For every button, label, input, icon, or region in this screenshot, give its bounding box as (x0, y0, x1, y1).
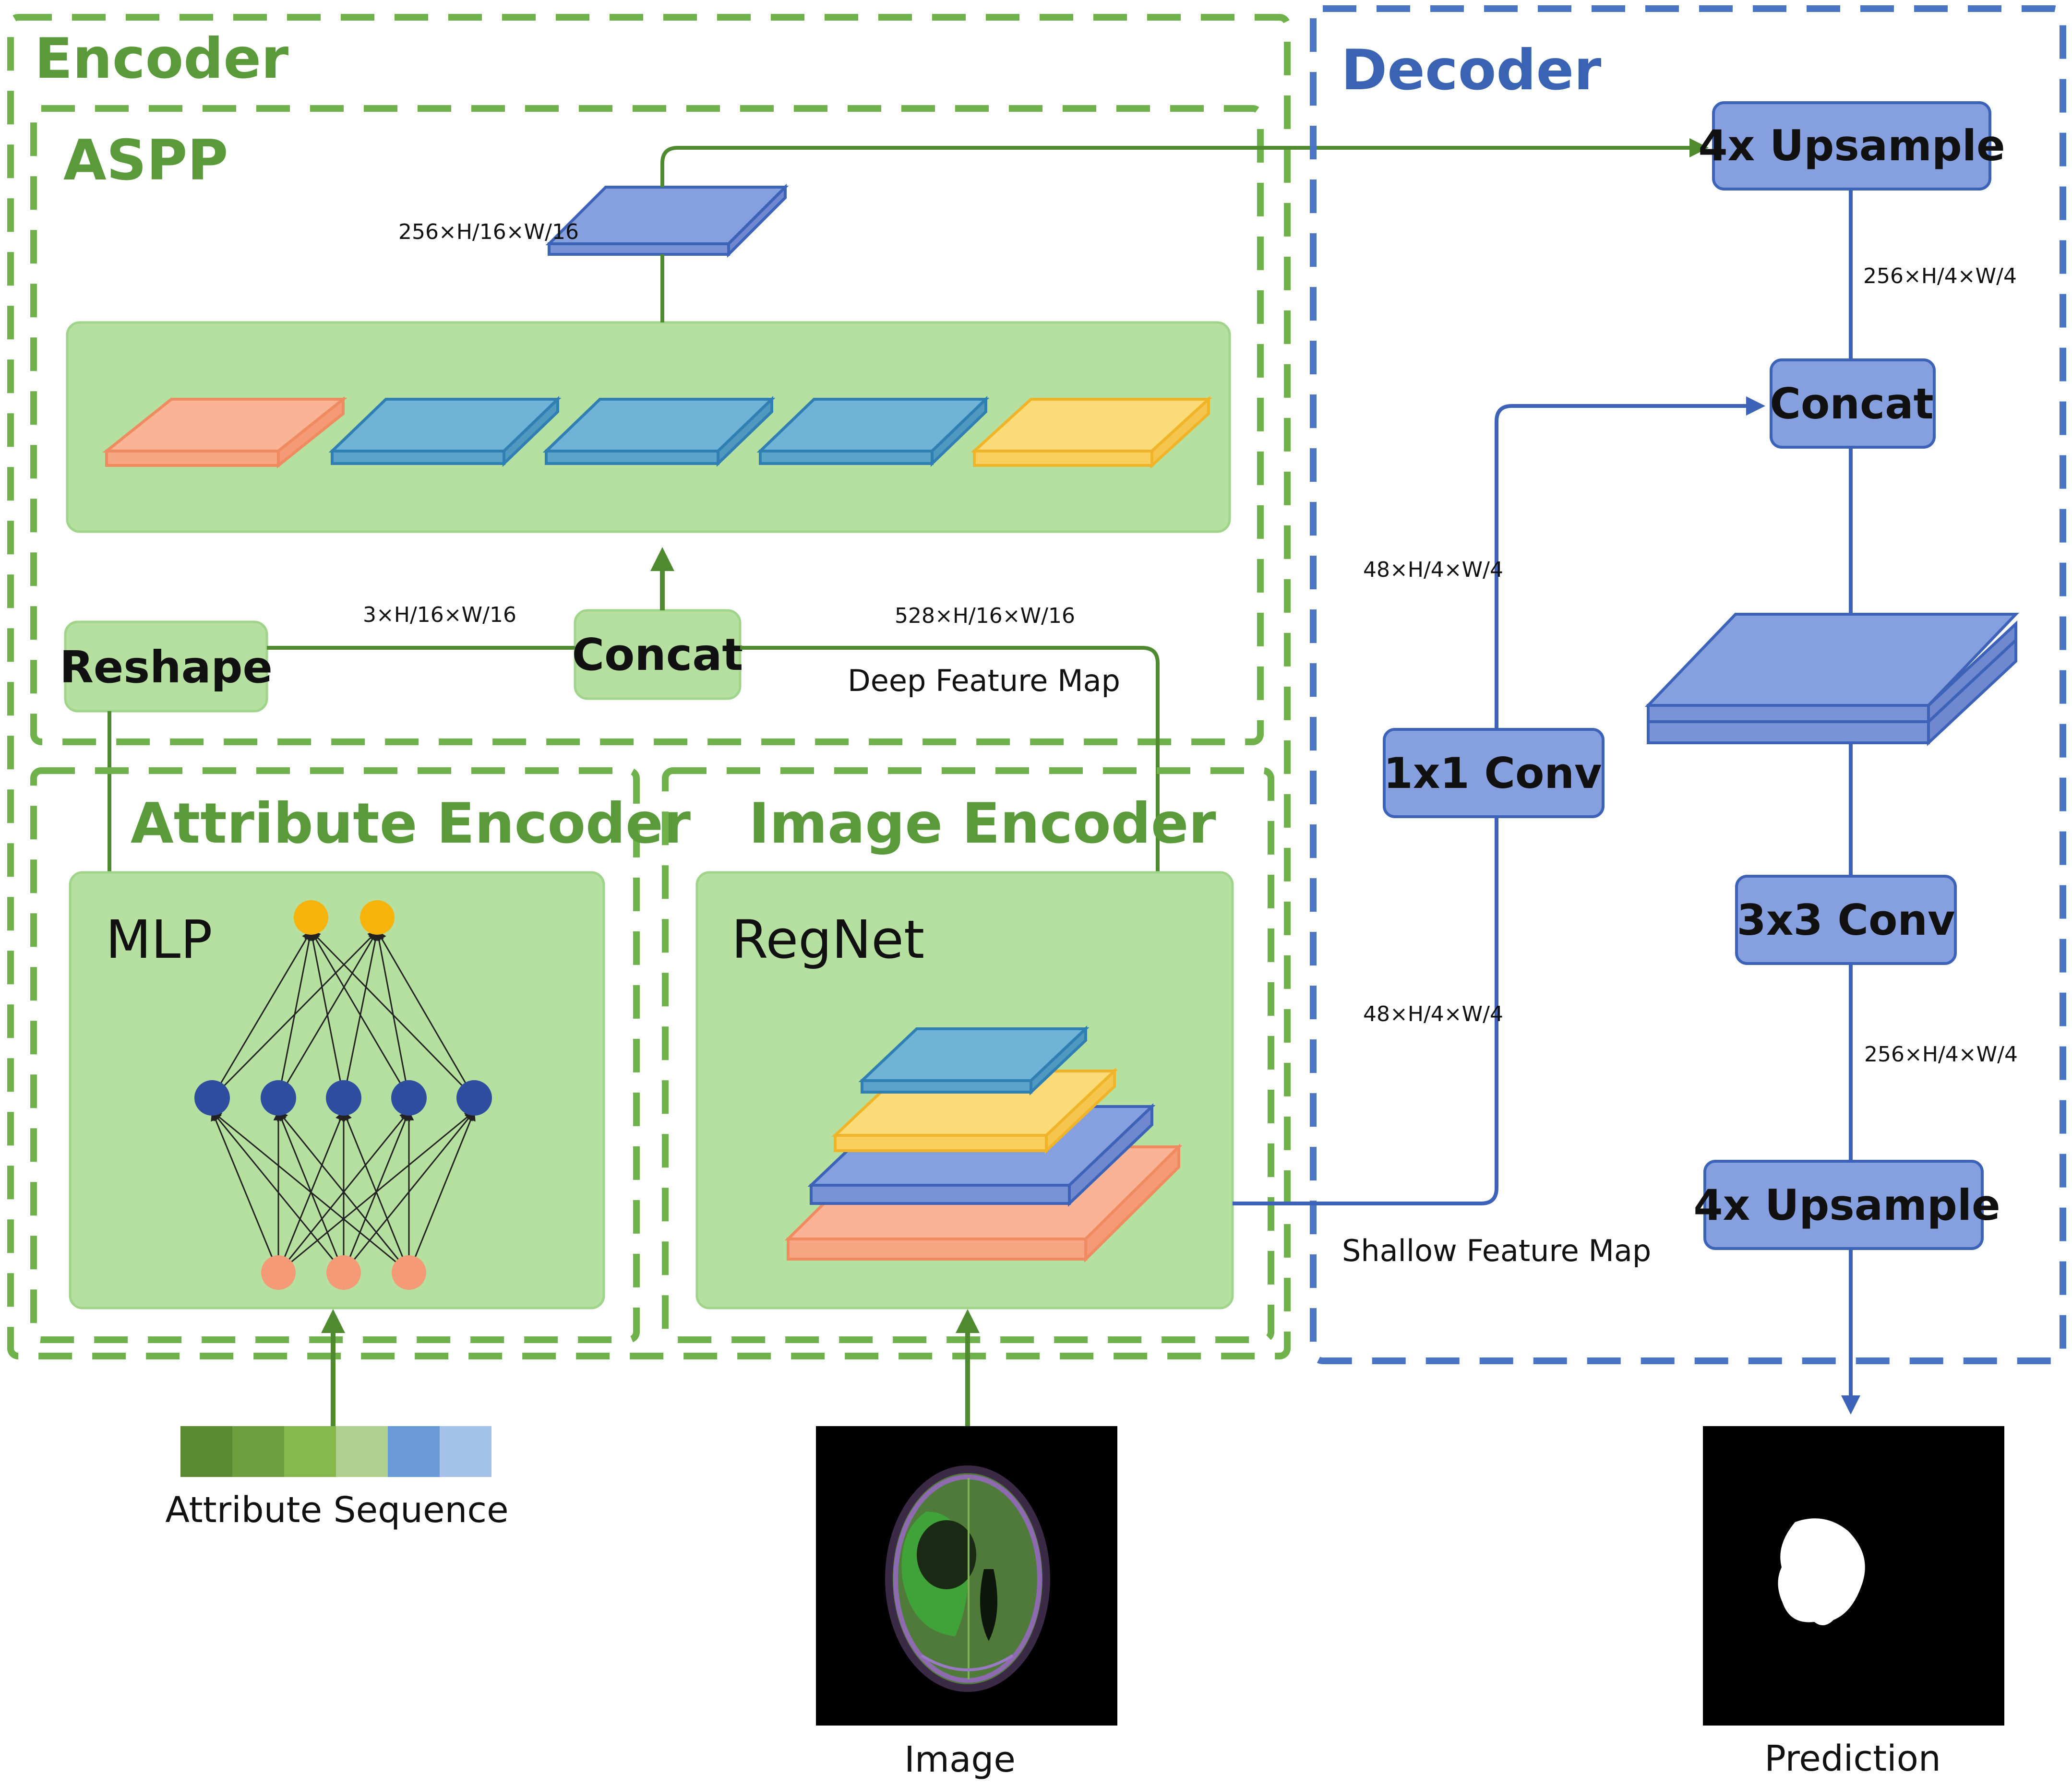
attribute-encoder-title: Attribute Encoder (131, 791, 691, 856)
aspp-branch-cyan-1 (328, 395, 562, 467)
aspp-branch-salmon (102, 396, 347, 469)
prediction-label: Prediction (1764, 1738, 1941, 1779)
attribute-cell-4 (336, 1426, 388, 1477)
deep-feature-label: Deep Feature Map (848, 663, 1120, 698)
deep-dim-label: 528×H/16×W/16 (895, 604, 1075, 628)
upsample-bottom-box (1703, 1160, 1984, 1250)
attribute-sequence-label: Attribute Sequence (165, 1489, 508, 1531)
mlp-hidden-nodes (194, 1080, 492, 1116)
reshape-box (64, 620, 268, 713)
mlp-label: MLP (106, 909, 213, 970)
conv1x1-dim-top: 48×H/4×W/4 (1363, 558, 1503, 582)
decoder-frame (1310, 5, 2066, 1364)
aspp-branch-cyan-2 (542, 395, 776, 467)
mlp-network (211, 929, 476, 1274)
image-label: Image (904, 1739, 1016, 1780)
shallow-feature-label: Shallow Feature Map (1342, 1233, 1651, 1268)
regnet-layer-cyan (858, 1025, 1090, 1095)
attribute-cell-6 (440, 1426, 491, 1477)
conv1x1-box (1383, 728, 1605, 818)
upsample-top-dim: 256×H/4×W/4 (1863, 264, 2017, 288)
aspp-to-upsample-arrow (660, 138, 1709, 187)
attribute-cell-2 (232, 1426, 284, 1477)
aspp-output-block (545, 183, 789, 258)
decoder-title: Decoder (1341, 38, 1601, 103)
attribute-cell-3 (284, 1426, 336, 1477)
shallow-feature-line (1233, 817, 1498, 1205)
mri-input-image (816, 1426, 1117, 1726)
attribute-sequence-bar (180, 1426, 491, 1477)
decoder-stacked-block (1644, 613, 2020, 746)
mlp-input-nodes (261, 1255, 426, 1290)
conv1x1-to-concat-arrow (1495, 396, 1765, 729)
image-encoder-title: Image Encoder (749, 791, 1216, 856)
mlp-output-nodes (294, 900, 395, 935)
reshape-label: Reshape (60, 642, 273, 693)
prediction-mask-image (1703, 1426, 2004, 1726)
deep-feature-line (740, 646, 1160, 872)
upsample-top-label: 4x Upsample (1698, 121, 2005, 170)
aspp-title: ASPP (63, 128, 228, 193)
attribute-cell-5 (388, 1426, 440, 1477)
conv1x1-label: 1x1 Conv (1384, 749, 1602, 798)
decoder-concat-label: Concat (1770, 379, 1933, 429)
encoder-frame (7, 14, 1291, 1359)
aspp-concat-box (574, 609, 742, 700)
conv1x1-dim-bottom: 48×H/4×W/4 (1363, 1002, 1503, 1026)
conv3x3-dim: 256×H/4×W/4 (1864, 1042, 2018, 1067)
upsample-bottom-label: 4x Upsample (1693, 1180, 2000, 1230)
aspp-branch-cyan-3 (756, 395, 990, 467)
aspp-concat-label: Concat (572, 629, 743, 680)
regnet-label: RegNet (731, 909, 924, 970)
encoder-title: Encoder (35, 26, 288, 91)
aspp-frame (30, 105, 1264, 745)
conv3x3-box (1735, 875, 1957, 965)
aspp-branch-yellow (970, 396, 1212, 469)
attr-dim-label: 3×H/16×W/16 (363, 603, 516, 627)
attribute-cell-1 (180, 1426, 232, 1477)
aspp-output-dim: 256×H/16×W/16 (398, 220, 579, 244)
conv3x3-label: 3x3 Conv (1737, 895, 1955, 945)
